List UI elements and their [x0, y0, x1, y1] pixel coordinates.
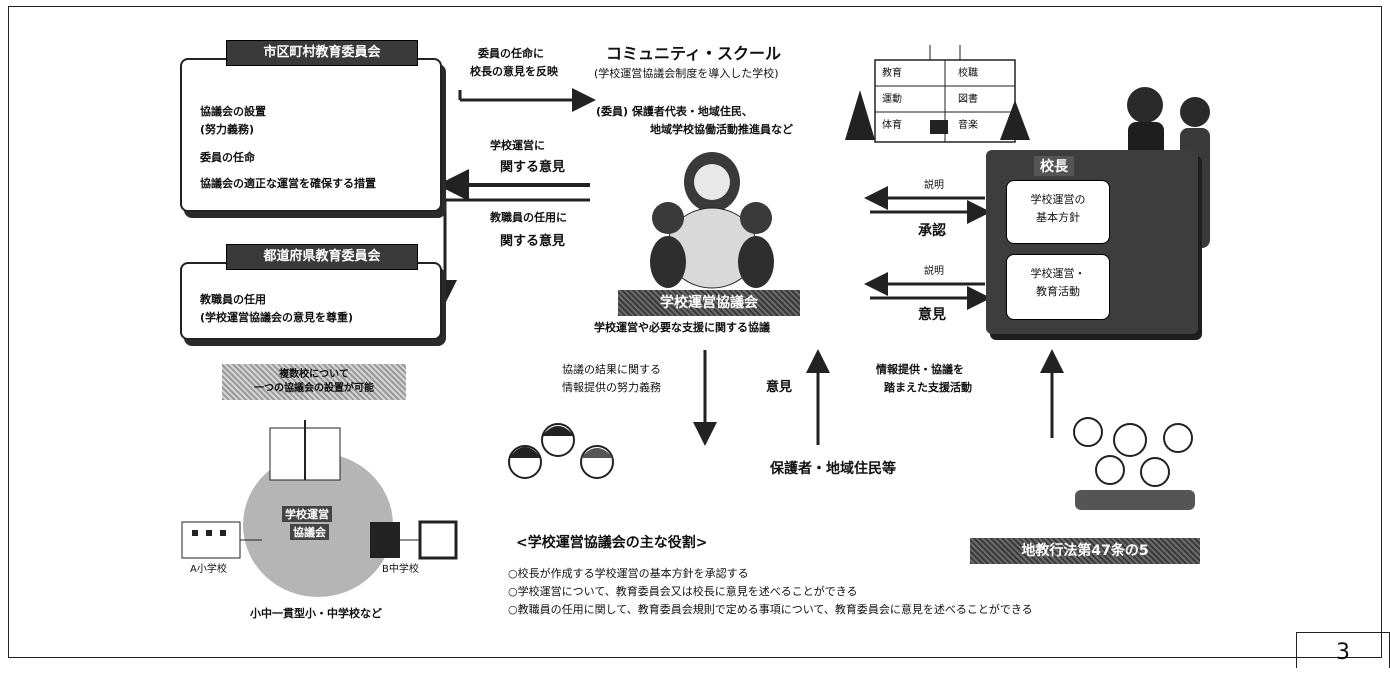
label-explain-2: 説明	[924, 266, 944, 277]
label-approve: 承認	[918, 223, 946, 239]
municipal-item-3: 協議会の適正な運営を確保する措置	[200, 177, 376, 190]
joint-center-1: 学校運営	[282, 506, 332, 522]
principal-activities-line-0: 学校運営・	[1030, 267, 1086, 280]
principal-activities-box: 学校運営・ 教育活動	[1006, 254, 1110, 320]
law-badge: 地教行法第47条の5	[970, 538, 1200, 564]
building-sign-3: 図書	[958, 94, 978, 105]
joint-center-2: 協議会	[290, 524, 329, 540]
municipal-board-title: 市区町村教育委員会	[226, 40, 418, 66]
school-building-illustration	[845, 45, 1030, 143]
municipal-board-card	[180, 58, 442, 212]
lower-left-1: 協議の結果に関する	[562, 363, 661, 376]
label-opinion-school-1: 学校運営に	[490, 139, 545, 152]
lower-right-2: 踏まえた支援活動	[884, 381, 972, 394]
council-people-illustration	[650, 152, 774, 289]
joint-note-line1: 複数校について	[279, 369, 349, 380]
guardian-faces-illustration	[508, 423, 614, 479]
joint-caption: 小中一貫型小・中学校など	[250, 607, 382, 620]
building-sign-4: 体育	[882, 120, 902, 131]
building-sign-0: 教育	[882, 68, 902, 79]
municipal-item-0: 協議会の設置	[200, 105, 266, 118]
page-number: 3	[1296, 632, 1390, 668]
label-opinion-staff-2: 関する意見	[500, 234, 566, 249]
principal-badge: 校長	[1034, 156, 1074, 176]
principal-policy-line-1: 基本方針	[1036, 211, 1080, 224]
label-opinion-school-2: 関する意見	[500, 160, 566, 175]
roles-title: <学校運営協議会の主な役割>	[516, 535, 708, 551]
building-sign-5: 音楽	[958, 120, 978, 131]
slide-frame	[8, 6, 1382, 658]
label-explain-1: 説明	[924, 180, 944, 191]
label-opinion-staff-1: 教職員の任用に	[490, 211, 567, 224]
prefectural-item-1: (学校運営協議会の意見を尊重)	[200, 311, 354, 324]
community-school-subtitle: (学校運営協議会制度を導入した学校)	[594, 67, 779, 80]
supporter-faces-illustration	[1073, 417, 1195, 510]
principal-activities-line-1: 教育活動	[1036, 285, 1080, 298]
prefectural-board-card	[180, 262, 442, 340]
role-item-1: ○学校運営について、教育委員会又は校長に意見を述べることができる	[508, 585, 858, 598]
school-b-label: B中学校	[382, 564, 419, 575]
lower-middle: 意見	[766, 380, 793, 395]
joint-note-badge: 複数校について 一つの協議会の設置が可能	[222, 364, 406, 400]
guardians-label: 保護者・地域住民等	[770, 461, 896, 477]
lower-right-1: 情報提供・協議を	[876, 363, 964, 376]
building-sign-1: 校職	[958, 68, 978, 79]
school-a-label: A小学校	[190, 564, 227, 575]
principal-policy-line-0: 学校運営の	[1030, 193, 1086, 206]
council-caption: 学校運営や必要な支援に関する協議	[594, 321, 770, 334]
lower-left-2: 情報提供の努力義務	[562, 381, 661, 394]
label-appoint-1: 委員の任命に	[478, 47, 544, 60]
municipal-item-2: 委員の任命	[200, 151, 255, 164]
municipal-item-1: (努力義務)	[200, 123, 255, 136]
council-label: 学校運営協議会	[618, 290, 800, 316]
role-item-0: ○校長が作成する学校運営の基本方針を承認する	[508, 567, 749, 580]
community-members-1: (委員) 保護者代表・地域住民、	[596, 105, 753, 118]
joint-note-line2: 一つの協議会の設置が可能	[254, 383, 374, 394]
prefectural-item-0: 教職員の任用	[200, 293, 266, 306]
building-sign-2: 運動	[882, 94, 902, 105]
prefectural-board-title: 都道府県教育委員会	[226, 244, 418, 270]
community-members-2: 地域学校協働活動推進員など	[650, 123, 793, 136]
label-opinion-principal: 意見	[918, 307, 946, 323]
label-appoint-2: 校長の意見を反映	[470, 65, 558, 78]
community-school-title: コミュニティ・スクール	[606, 44, 782, 63]
role-item-2: ○教職員の任用に関して、教育委員会規則で定める事項について、教育委員会に意見を述…	[508, 603, 1033, 616]
principal-policy-box: 学校運営の 基本方針	[1006, 180, 1110, 244]
